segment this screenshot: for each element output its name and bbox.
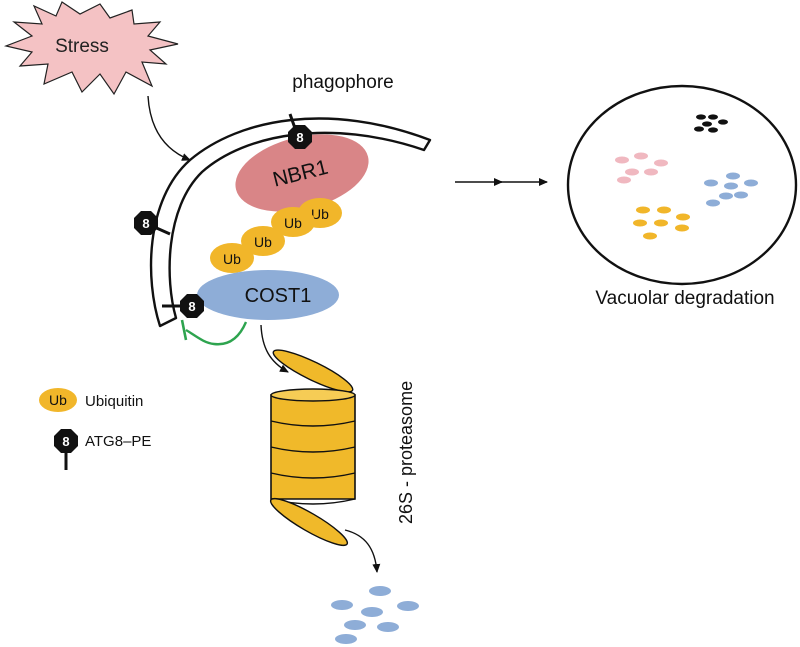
proteasome-label: 26S - proteasome bbox=[396, 381, 416, 524]
nbr1-protein: NBR1 bbox=[235, 134, 369, 212]
ubiquitin-3: Ub bbox=[271, 207, 315, 237]
ubiquitin-2: Ub bbox=[241, 226, 285, 256]
stress-burst-shape bbox=[3, 1, 179, 96]
atg8-marker-left: 8 bbox=[134, 211, 171, 236]
vacuole-yellow-dots bbox=[633, 206, 690, 240]
vacuole-black-dots bbox=[694, 114, 728, 133]
vacuolar-degradation-label: Vacuolar degradation bbox=[595, 288, 774, 309]
degraded-fragments bbox=[331, 586, 419, 644]
proteasome-core bbox=[270, 394, 356, 500]
legend-ubiquitin: Ub Ubiquitin bbox=[39, 388, 143, 412]
legend-ubiquitin-label: Ubiquitin bbox=[85, 393, 143, 410]
legend-atg8: 8 ATG8–PE bbox=[54, 429, 151, 470]
legend-ubiquitin-badge: Ub bbox=[49, 392, 67, 408]
ubiquitin-chain: Ub Ub Ub Ub bbox=[210, 198, 342, 273]
proteasome-ring-4 bbox=[270, 472, 356, 479]
atg8-marker-bottom: 8 bbox=[162, 294, 204, 318]
stress-label: Stress bbox=[55, 36, 109, 57]
nbr1-shape bbox=[235, 134, 369, 212]
atg8-marker-bottom-glyph: 8 bbox=[188, 299, 195, 314]
stress-burst: Stress bbox=[3, 1, 179, 96]
ubiquitin-badge-icon bbox=[39, 388, 77, 412]
inhibition-curve bbox=[185, 321, 248, 346]
phagophore-label: phagophore bbox=[292, 72, 393, 93]
ubiquitin-2-label: Ub bbox=[254, 234, 272, 250]
ubiquitin-1: Ub bbox=[210, 243, 254, 273]
vacuole-pink-dots bbox=[615, 152, 668, 184]
ubiquitin-1-label: Ub bbox=[223, 251, 241, 267]
proteasome-ring-3 bbox=[270, 446, 356, 453]
vacuole-membrane bbox=[566, 84, 798, 286]
proteasome-ring-2 bbox=[270, 420, 356, 427]
proteasome-ring-top bbox=[270, 388, 356, 402]
atg8-marker-top-glyph: 8 bbox=[296, 130, 303, 145]
stress-arrow bbox=[147, 95, 191, 161]
legend-atg8-glyph: 8 bbox=[62, 434, 69, 449]
proteasome-base-cap bbox=[269, 497, 349, 547]
inhibition-arrow bbox=[180, 319, 248, 346]
atg8-marker-left-glyph: 8 bbox=[142, 216, 149, 231]
cost1-shape bbox=[197, 270, 339, 320]
vacuole-blue-dots bbox=[704, 172, 758, 207]
legend-atg8-label: ATG8–PE bbox=[85, 433, 151, 450]
cost1-protein: COST1 bbox=[197, 270, 339, 320]
proteasome-lid bbox=[272, 349, 354, 393]
proteasome-output-arrow bbox=[344, 529, 381, 573]
cost1-label: COST1 bbox=[245, 285, 312, 307]
proteasome bbox=[269, 349, 356, 547]
ubiquitin-3-label: Ub bbox=[284, 215, 302, 231]
legend: Ub Ubiquitin 8 ATG8–PE bbox=[39, 388, 151, 470]
inhibition-bar bbox=[180, 319, 188, 341]
ubiquitin-4-label: Ub bbox=[311, 206, 329, 222]
atg8-marker-top: 8 bbox=[288, 113, 312, 149]
vacuole bbox=[566, 84, 798, 286]
phagophore-membrane bbox=[149, 117, 432, 328]
cost1-to-proteasome-arrow bbox=[260, 324, 289, 373]
